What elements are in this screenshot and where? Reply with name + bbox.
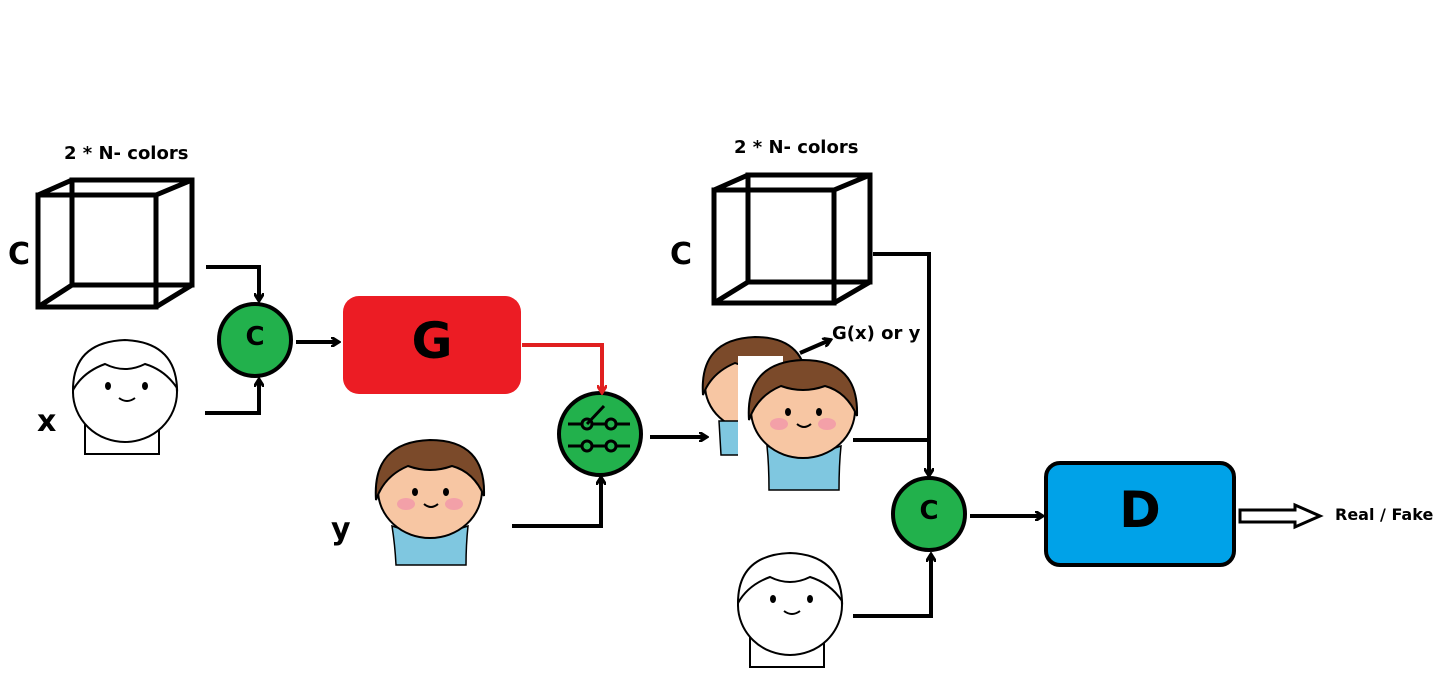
label-y: y [331, 512, 351, 547]
concat-left-label: C [245, 322, 265, 352]
concat-node-left [217, 302, 293, 378]
arrows [205, 252, 1042, 618]
color-cube-right [711, 172, 873, 306]
color-face-y [374, 438, 486, 566]
discriminator-label: D [1119, 481, 1161, 539]
arrow-x-to-concat [205, 380, 259, 415]
switch-icon [557, 391, 643, 477]
sketch-face-bottom [736, 551, 844, 668]
generator-label: G [411, 312, 453, 370]
discriminator-block [1044, 461, 1236, 567]
label-colors-left: 2 * N- colors [64, 143, 189, 164]
label-c-left: C [8, 237, 31, 272]
color-cube-left [35, 177, 195, 310]
arrow-c-to-concat-right [873, 252, 929, 475]
label-c-right: C [670, 237, 693, 272]
concat-node-right [891, 476, 967, 552]
output-arrow [1238, 502, 1324, 530]
generator-block [343, 296, 521, 394]
label-gx-or-y: G(x) or y [832, 323, 921, 344]
arrow-c-to-concat [206, 265, 259, 300]
label-x: x [37, 404, 57, 439]
label-colors-right: 2 * N- colors [734, 137, 859, 158]
arrow-sketch-to-concat [853, 555, 931, 618]
sketch-face-x [71, 338, 179, 455]
concat-right-label: C [919, 496, 939, 526]
arrow-g-to-switch [522, 343, 602, 392]
color-face-front [747, 358, 859, 491]
arrow-y-to-switch [512, 478, 601, 528]
arrow-to-gx-label [799, 340, 830, 355]
label-output: Real / Fake [1335, 505, 1434, 524]
